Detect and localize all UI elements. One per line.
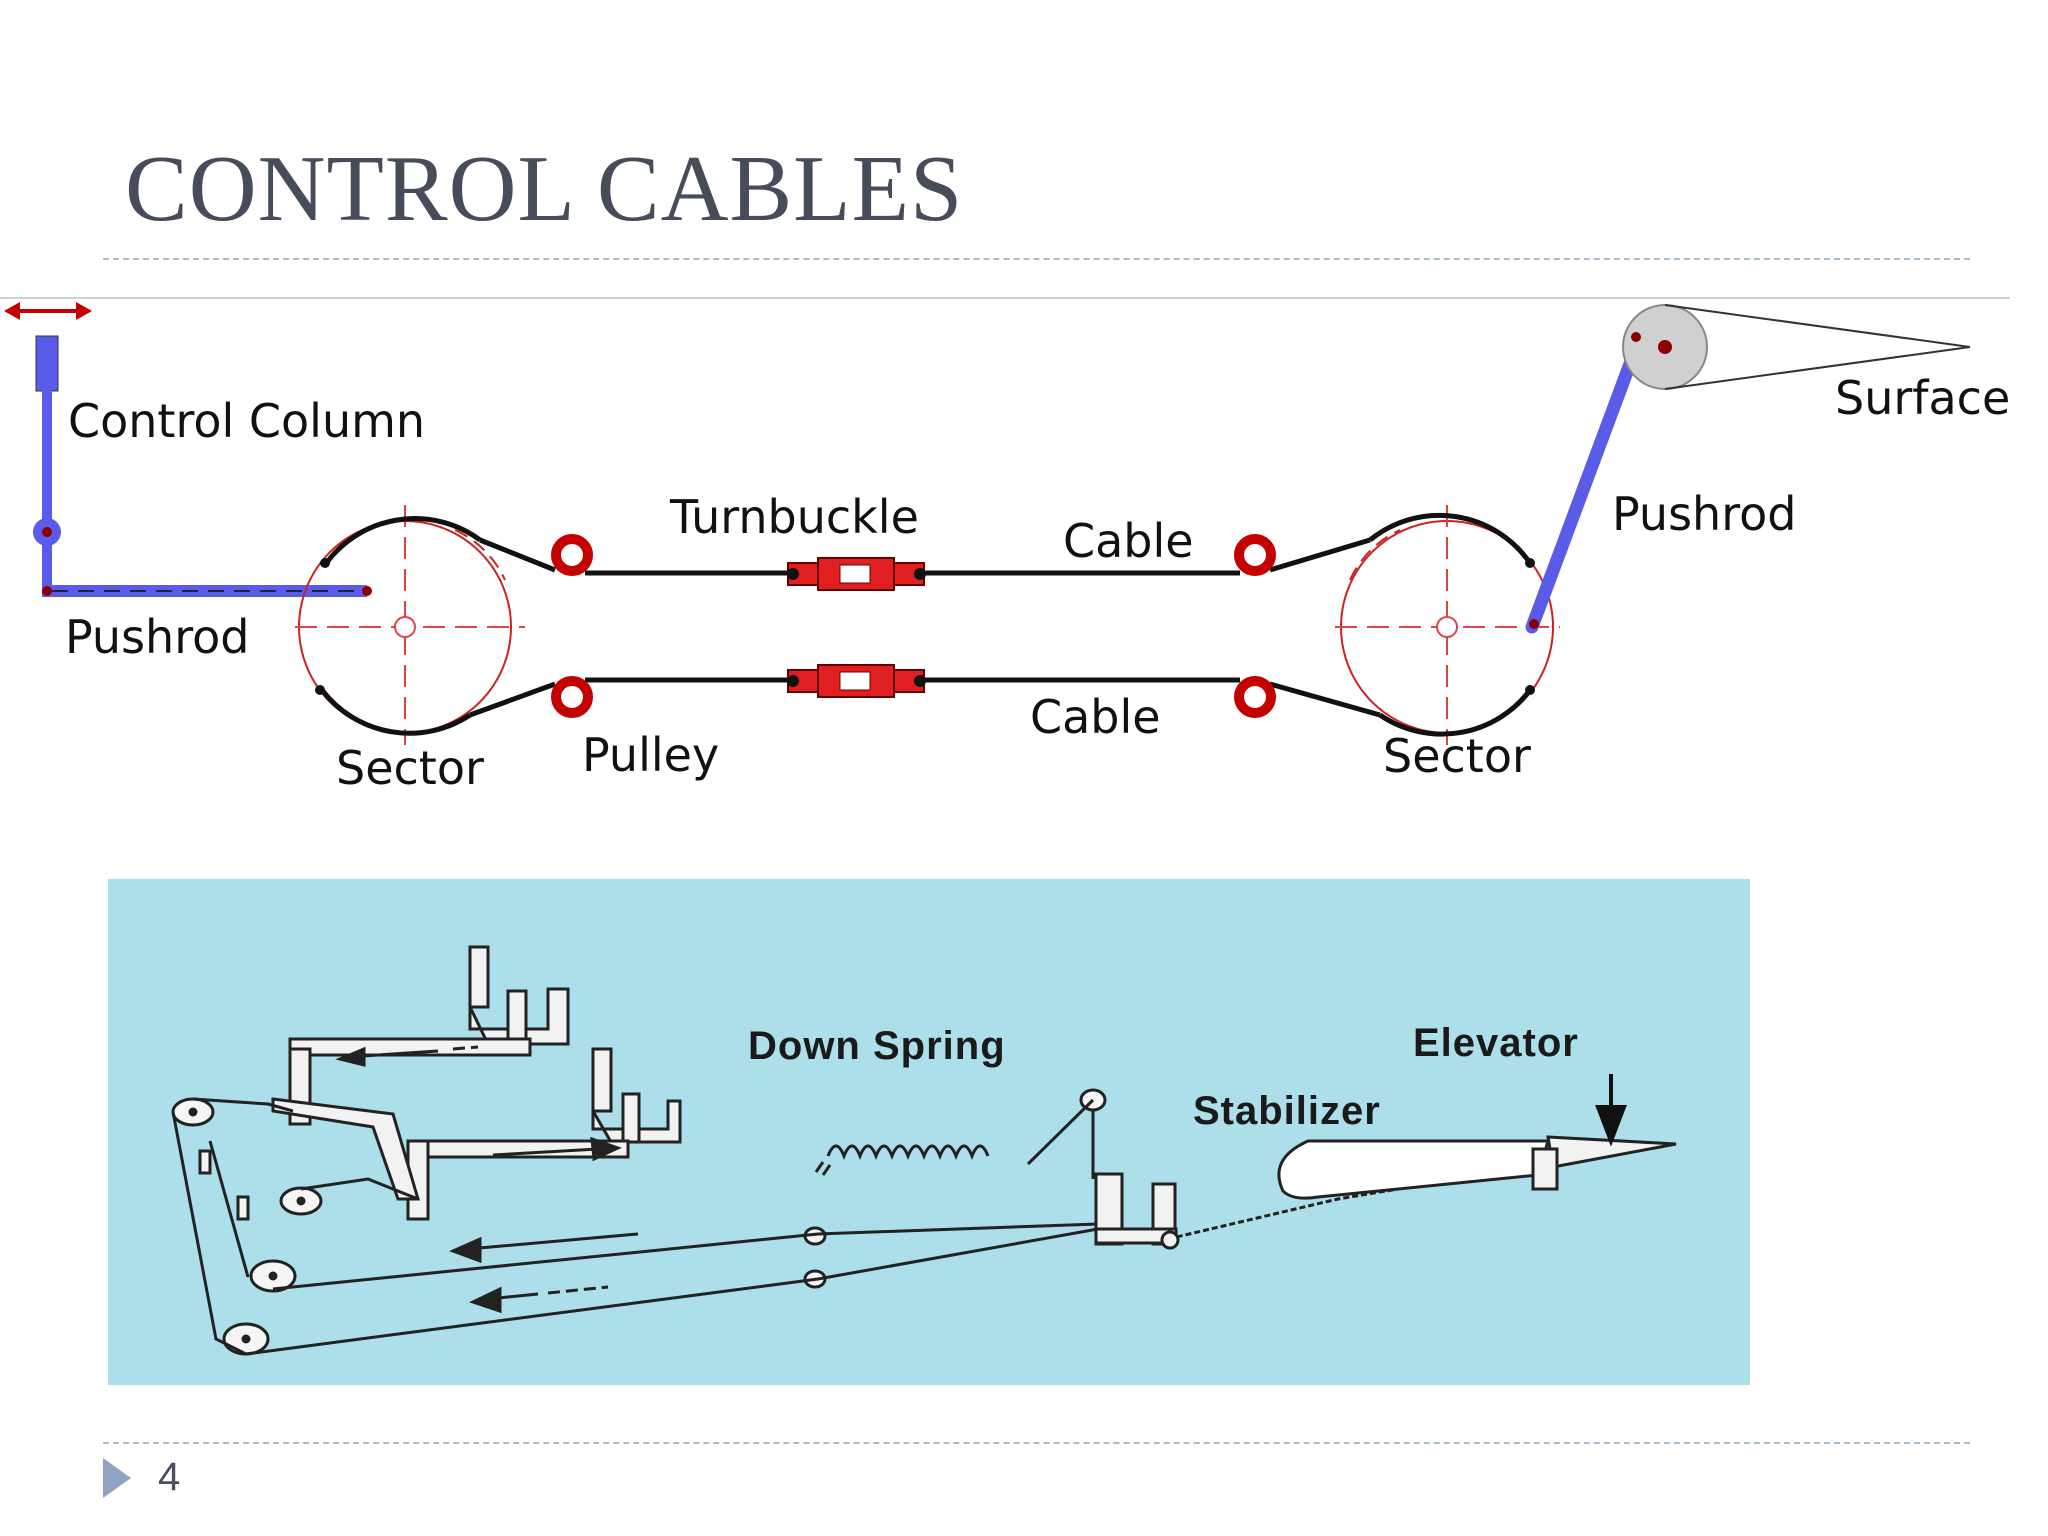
- illustration-background: [108, 879, 1750, 1385]
- yoke-direction-arrows: [335, 1045, 623, 1162]
- pushrod-right: [1525, 330, 1647, 634]
- label-sector-right: Sector: [1383, 729, 1531, 783]
- label-surface: Surface: [1835, 371, 2010, 425]
- elevator-control-illustration: Down Spring Elevator Stabilizer: [108, 879, 1750, 1385]
- movement-arrow-icon: [4, 302, 92, 320]
- bellcrank: [1094, 1172, 1180, 1250]
- control-surface: [1622, 304, 1971, 390]
- label-pulley: Pulley: [582, 728, 719, 782]
- label-pushrod-left: Pushrod: [65, 610, 249, 664]
- sector-left: [295, 505, 525, 745]
- cable-direction-arrows: [449, 1232, 639, 1314]
- control-column: [33, 335, 367, 597]
- label-cable-bottom: Cable: [1030, 690, 1161, 744]
- pulley-bottom-right: [1234, 676, 1276, 718]
- title-divider: [103, 258, 1970, 260]
- bottom-cables: [171, 1097, 1519, 1356]
- footer-divider: [103, 1442, 1970, 1444]
- elevator: [1531, 1135, 1677, 1191]
- label-sector-left: Sector: [336, 741, 484, 795]
- control-yoke-assembly: [271, 945, 682, 1221]
- control-cable-schematic: Control Column Pushrod Sector Pulley Tur…: [0, 297, 2010, 795]
- turnbuckle-bottom: [787, 664, 926, 698]
- label-cable-top: Cable: [1063, 514, 1194, 568]
- label-control-column: Control Column: [68, 394, 425, 448]
- label-elevator: Elevator: [1413, 1021, 1579, 1065]
- turnbuckle-top: [787, 557, 926, 591]
- pulley-top-left: [551, 534, 593, 576]
- sector-right: [1335, 505, 1560, 745]
- triangle-bullet-icon: [103, 1458, 131, 1498]
- elevator-arrow-icon: [1595, 1074, 1627, 1147]
- label-stabilizer: Stabilizer: [1193, 1089, 1381, 1133]
- down-spring-icon: [814, 1144, 990, 1176]
- pulley-bottom-left: [551, 676, 593, 718]
- slide-title: CONTROL CABLES: [125, 137, 964, 241]
- pulley-top-right: [1234, 534, 1276, 576]
- slide-number: 4: [158, 1455, 181, 1499]
- label-turnbuckle: Turnbuckle: [669, 490, 919, 544]
- label-pushrod-right: Pushrod: [1612, 487, 1796, 541]
- label-down-spring: Down Spring: [748, 1024, 1006, 1068]
